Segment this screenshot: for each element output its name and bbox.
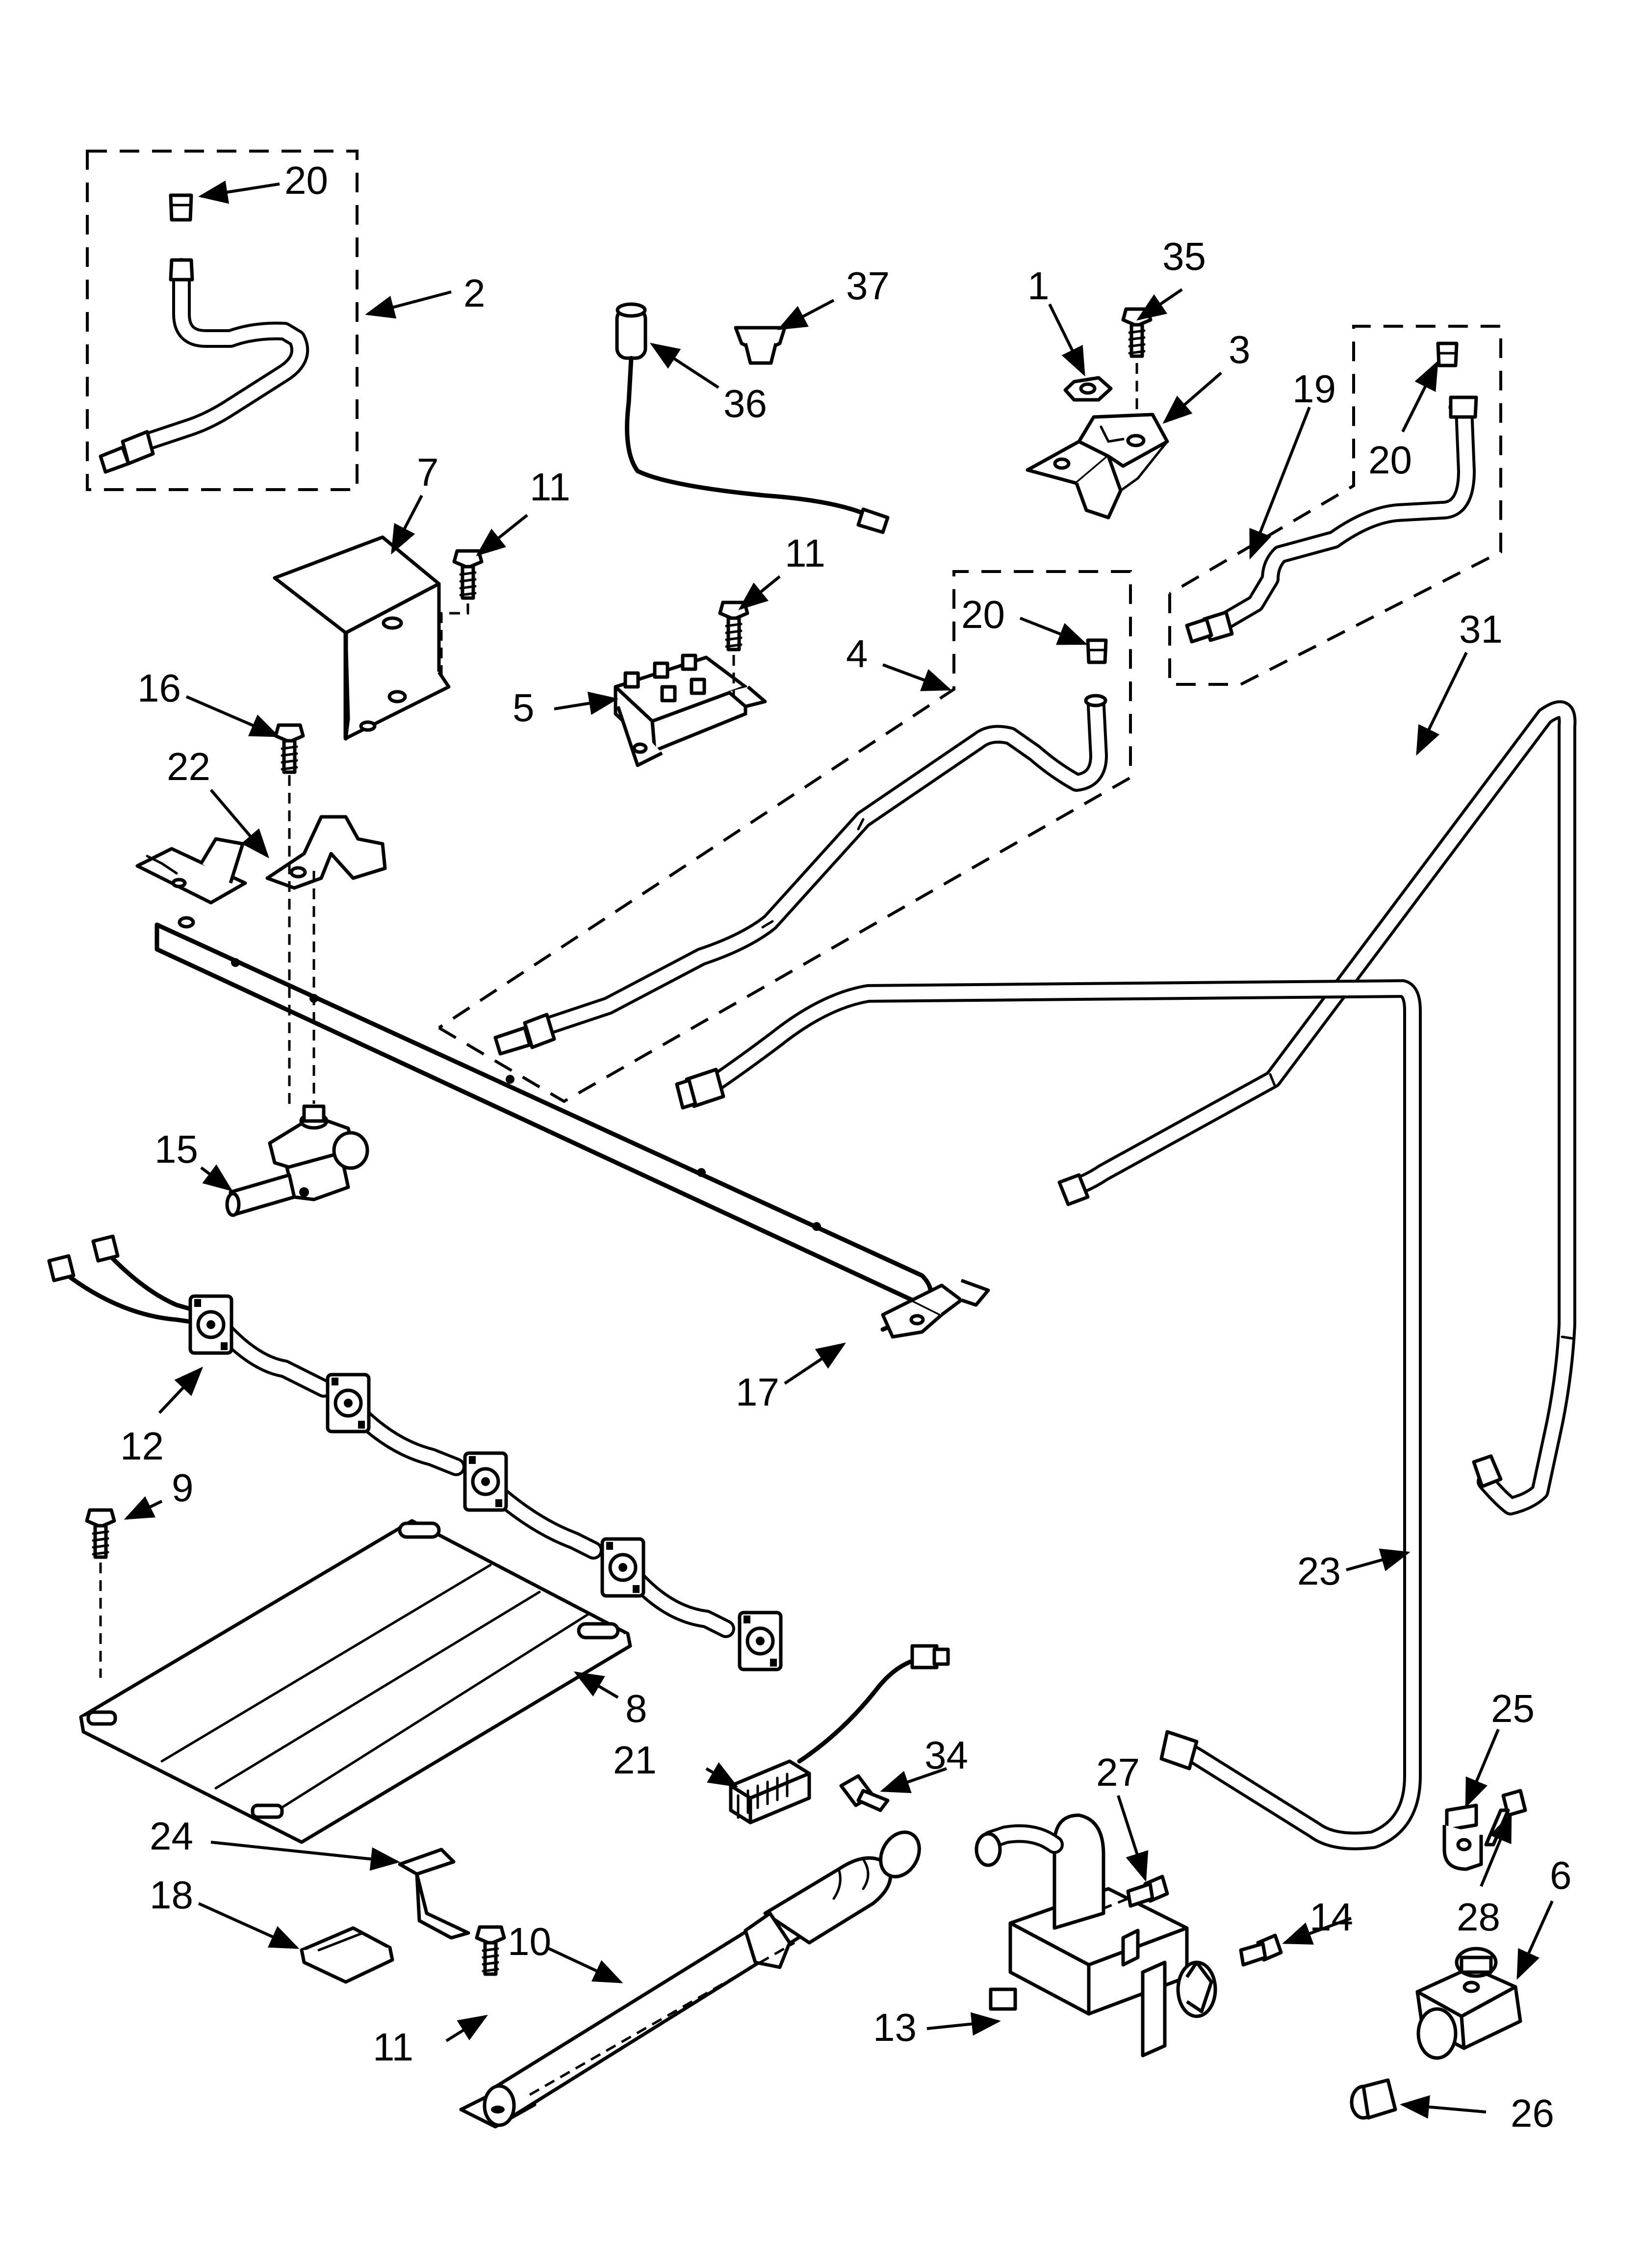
callout-12: 12 <box>120 1424 164 1468</box>
callout-20-b: 20 <box>1368 438 1412 482</box>
part-2-group <box>86 150 359 491</box>
screw-11-module <box>720 602 747 697</box>
bracket-22 <box>135 815 387 929</box>
callout-37: 37 <box>846 264 890 308</box>
part-4-group <box>438 570 1132 1103</box>
burner-tube-4 <box>493 694 1108 1056</box>
callout-26: 26 <box>1511 2091 1554 2135</box>
callout-25: 25 <box>1491 1687 1535 1730</box>
callout-35: 35 <box>1162 235 1206 278</box>
callout-17: 17 <box>736 1370 779 1414</box>
callout-18: 18 <box>150 1873 193 1917</box>
switch-harness-12 <box>47 1234 781 1669</box>
burner-tube-2 <box>99 258 309 474</box>
callout-34: 34 <box>924 1733 968 1777</box>
callout-23: 23 <box>1297 1549 1341 1593</box>
heat-shield-8 <box>79 1519 632 1844</box>
nut-1 <box>1063 376 1113 402</box>
clip-25 <box>1442 1803 1483 1871</box>
callout-19: 19 <box>1292 367 1336 411</box>
callout-20-a: 20 <box>284 158 328 202</box>
clip-18 <box>300 1926 394 1984</box>
callout-6: 6 <box>1550 1853 1572 1897</box>
callout-14: 14 <box>1309 1895 1353 1939</box>
screw-28 <box>1484 1789 1527 1847</box>
bracket-3 <box>1026 413 1169 520</box>
callout-5: 5 <box>513 686 535 730</box>
callout-11-a: 11 <box>530 465 570 509</box>
screw-11-upper-left <box>440 551 482 677</box>
callout-2: 2 <box>463 271 486 315</box>
leader-lines <box>124 180 1554 2119</box>
screw-27 <box>1103 1875 1169 1910</box>
screw-14 <box>1239 1933 1283 1967</box>
manifold-17 <box>154 922 990 1339</box>
callout-9: 9 <box>172 1466 194 1510</box>
cover-7 <box>273 535 451 741</box>
grommet-37 <box>734 326 787 365</box>
orifice-hood-20-top <box>169 193 193 222</box>
callout-11-b: 11 <box>785 531 825 575</box>
pressure-valve-6 <box>1415 1947 1522 2060</box>
callout-7: 7 <box>417 450 439 494</box>
callout-20-c: 20 <box>961 593 1005 636</box>
callout-15: 15 <box>154 1127 198 1171</box>
callout-labels: 20 2 36 37 1 35 3 19 20 7 11 11 5 4 20 3… <box>120 158 1572 2135</box>
callout-3: 3 <box>1229 328 1251 371</box>
callout-27: 27 <box>1096 1750 1140 1794</box>
burner-tube-19 <box>1185 395 1478 644</box>
callout-1: 1 <box>1027 264 1050 308</box>
callout-28: 28 <box>1457 1895 1500 1939</box>
valve-15 <box>225 1104 369 1217</box>
callout-24: 24 <box>150 1814 193 1858</box>
screw-16 <box>276 725 303 1104</box>
burner-10 <box>459 1830 921 2129</box>
part-2-kit-boundary <box>86 150 359 491</box>
part-4-kit-boundary <box>438 570 1132 1103</box>
callout-31: 31 <box>1459 607 1503 651</box>
callout-11-c: 11 <box>373 2025 413 2069</box>
part-19-group <box>1168 325 1502 686</box>
igniter-21 <box>729 1644 950 1825</box>
orifice-hood-20-right <box>1436 341 1459 367</box>
callout-16: 16 <box>137 666 181 710</box>
screw-9 <box>87 1510 114 1678</box>
screw-11-burner <box>477 1927 504 1974</box>
tube-31 <box>1057 700 1577 1515</box>
part-19-kit-boundary <box>1168 325 1502 686</box>
callout-10: 10 <box>508 1920 551 1963</box>
bracket-24 <box>398 1848 470 1940</box>
fitting-26 <box>1350 2078 1397 2120</box>
spark-module-5 <box>614 653 767 767</box>
tube-23 <box>675 979 1422 1851</box>
orifice-hood-20-mid <box>1086 638 1108 664</box>
callout-36: 36 <box>723 382 767 425</box>
callout-21: 21 <box>613 1738 657 1782</box>
screw-34 <box>839 1774 890 1812</box>
callout-8: 8 <box>625 1687 647 1730</box>
regulator-13 <box>975 1813 1217 2058</box>
callout-22: 22 <box>167 745 210 788</box>
callout-13: 13 <box>873 2006 917 2049</box>
igniter-wire-36 <box>615 302 890 534</box>
callout-4: 4 <box>846 632 868 676</box>
